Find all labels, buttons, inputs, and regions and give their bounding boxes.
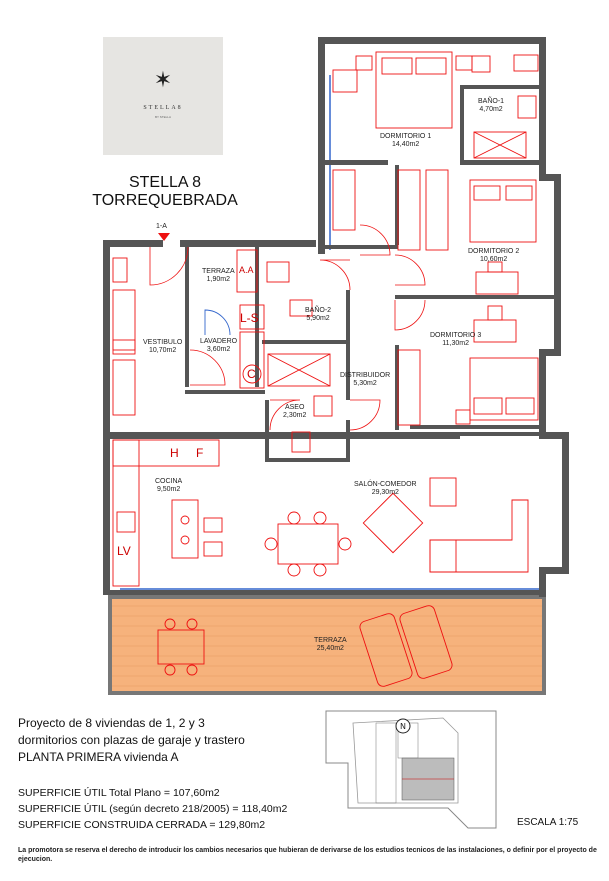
info-line-3: PLANTA PRIMERA vivienda A [18,750,179,764]
disclaimer: La promotora se reserva el derecho de in… [18,847,597,863]
info-line-1: Proyecto de 8 viviendas de 1, 2 y 3 [18,716,205,730]
key-plan: N [325,710,497,829]
terrace-floor [112,597,544,693]
superficie-util: SUPERFICIE ÚTIL Total Plano = 107,60m2 [18,787,220,799]
doors [149,224,426,431]
svg-text:N: N [400,722,406,731]
fixture-h: H [170,446,179,460]
fixture-c: C [247,367,256,381]
fixture-aa: A.A [239,265,254,275]
superficie-util-decreto: SUPERFICIE ÚTIL (según decreto 218/2005)… [18,803,288,815]
logo: ✶ STELLA8 BY STELLA [103,37,223,155]
entry-label: 1-A [156,223,167,230]
entry-arrow-icon [158,233,170,241]
fixture-f: F [196,446,204,460]
fixture-lv: LV [117,544,131,558]
north-icon [395,718,411,734]
logo-name: STELLA8 [143,105,183,111]
furniture [112,51,539,687]
logo-subtitle: BY STELLA [155,115,171,119]
glazing [103,75,566,590]
info-line-2: dormitorios con plazas de garaje y trast… [18,733,245,747]
walls [103,37,569,597]
star-icon: ✶ [153,67,173,92]
superficie-construida: SUPERFICIE CONSTRUIDA CERRADA = 129,80m2 [18,819,266,831]
project-subtitle: TORREQUEBRADA [92,192,238,209]
scale-label: ESCALA 1:75 [517,817,579,828]
terrace-planks [112,605,544,687]
project-title: STELLA 8 [128,174,202,191]
fixture-ls: L-S [240,311,259,325]
